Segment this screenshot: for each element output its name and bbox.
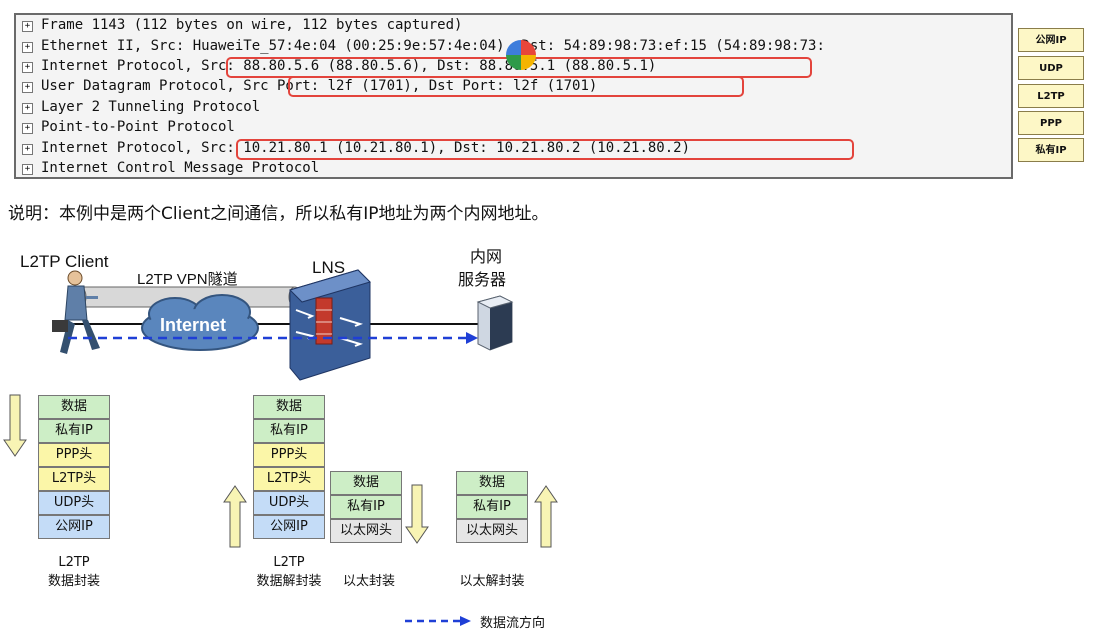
packet-row-text: Internet Protocol, Src: 88.80.5.6 (88.80…	[41, 58, 657, 74]
expand-icon[interactable]: +	[22, 144, 33, 155]
expand-icon[interactable]: +	[22, 123, 33, 134]
packet-row-text: Ethernet II, Src: HuaweiTe_57:4e:04 (00:…	[41, 38, 825, 54]
stack-cell-ethernet: 以太网头	[330, 519, 402, 543]
legend-private-ip: 私有IP	[1018, 138, 1084, 162]
caption-l2tp-encap: L2TP 数据封装	[38, 553, 110, 591]
legend-flow-arrow	[405, 616, 471, 626]
stack-cell-public-ip: 公网IP	[253, 515, 325, 539]
overlay-logo-icon	[506, 40, 536, 70]
packet-row-ppp[interactable]: + Point-to-Point Protocol	[22, 118, 235, 136]
expand-icon[interactable]: +	[22, 42, 33, 53]
packet-row-udp[interactable]: + User Datagram Protocol, Src Port: l2f (…	[22, 77, 597, 95]
packet-row-frame[interactable]: + Frame 1143 (112 bytes on wire, 112 byte…	[22, 16, 462, 34]
up-arrow-icon	[534, 485, 558, 548]
server-label-line1: 内网	[470, 249, 503, 266]
packet-row-text: Internet Protocol, Src: 10.21.80.1 (10.2…	[41, 140, 691, 156]
caption-line: L2TP	[273, 555, 305, 570]
server-label-line2: 服务器	[458, 272, 507, 289]
stack-cell-private-ip: 私有IP	[456, 495, 528, 519]
packet-row-text: Point-to-Point Protocol	[41, 119, 235, 135]
stack-cell-data: 数据	[456, 471, 528, 495]
highlight-private-ip	[236, 139, 854, 160]
caption-line: 数据封装	[47, 574, 100, 589]
packet-row-text: Internet Control Message Protocol	[41, 160, 320, 176]
legend-ppp: PPP	[1018, 111, 1084, 135]
packet-row-ethernet[interactable]: + Ethernet II, Src: HuaweiTe_57:4e:04 (00…	[22, 37, 825, 55]
stack-cell-data: 数据	[330, 471, 402, 495]
tunnel-label: L2TP VPN隧道	[137, 271, 238, 288]
legend-public-ip: 公网IP	[1018, 28, 1084, 52]
legend-l2tp: L2TP	[1018, 84, 1084, 108]
stack-cell-ethernet: 以太网头	[456, 519, 528, 543]
down-arrow-icon	[3, 394, 27, 457]
client-person-icon	[52, 270, 100, 354]
expand-icon[interactable]: +	[22, 21, 33, 32]
data-flow-arrow	[68, 332, 478, 344]
stack-cell-udp: UDP头	[38, 491, 110, 515]
packet-row-ip-public[interactable]: + Internet Protocol, Src: 88.80.5.6 (88.8…	[22, 57, 656, 75]
stack-cell-private-ip: 私有IP	[253, 419, 325, 443]
highlight-udp-port	[288, 76, 744, 97]
explanation-note: 说明：本例中是两个Client之间通信，所以私有IP地址为两个内网地址。	[8, 204, 549, 224]
stack-cell-udp: UDP头	[253, 491, 325, 515]
caption-line: L2TP	[58, 555, 90, 570]
packet-detail-panel: + Frame 1143 (112 bytes on wire, 112 byte…	[14, 13, 1013, 179]
stack-cell-ppp: PPP头	[253, 443, 325, 467]
internet-label: Internet	[160, 315, 227, 335]
stack-cell-data: 数据	[38, 395, 110, 419]
stack-cell-private-ip: 私有IP	[330, 495, 402, 519]
caption-ether-decap: 以太解封装	[459, 574, 525, 589]
caption-ether-encap: 以太封装	[342, 574, 395, 589]
stack-cell-ppp: PPP头	[38, 443, 110, 467]
stack-cell-l2tp: L2TP头	[253, 467, 325, 491]
expand-icon[interactable]: +	[22, 82, 33, 93]
packet-row-icmp[interactable]: + Internet Control Message Protocol	[22, 159, 319, 177]
packet-row-text: Frame 1143 (112 bytes on wire, 112 bytes…	[41, 17, 463, 33]
stack-cell-public-ip: 公网IP	[38, 515, 110, 539]
packet-row-text: Layer 2 Tunneling Protocol	[41, 99, 261, 115]
internal-server-icon	[476, 295, 514, 351]
caption-l2tp-decap: L2TP 数据解封装	[243, 553, 335, 591]
internet-cloud-icon	[141, 294, 259, 351]
client-label: L2TP Client	[20, 252, 109, 271]
lns-firewall-icon	[289, 269, 371, 381]
expand-icon[interactable]: +	[22, 164, 33, 175]
flow-legend-label: 数据流方向	[480, 616, 546, 631]
packet-row-ip-private[interactable]: + Internet Protocol, Src: 10.21.80.1 (10.…	[22, 139, 690, 157]
expand-icon[interactable]: +	[22, 62, 33, 73]
lns-label: LNS	[312, 258, 346, 277]
stack-cell-l2tp: L2TP头	[38, 467, 110, 491]
stack-cell-private-ip: 私有IP	[38, 419, 110, 443]
packet-row-text: User Datagram Protocol, Src Port: l2f (1…	[41, 78, 598, 94]
down-arrow-icon	[405, 484, 429, 544]
expand-icon[interactable]: +	[22, 103, 33, 114]
up-arrow-icon	[223, 485, 247, 548]
packet-row-l2tp[interactable]: + Layer 2 Tunneling Protocol	[22, 98, 260, 116]
legend-udp: UDP	[1018, 56, 1084, 80]
caption-line: 数据解封装	[256, 574, 322, 589]
stack-cell-data: 数据	[253, 395, 325, 419]
